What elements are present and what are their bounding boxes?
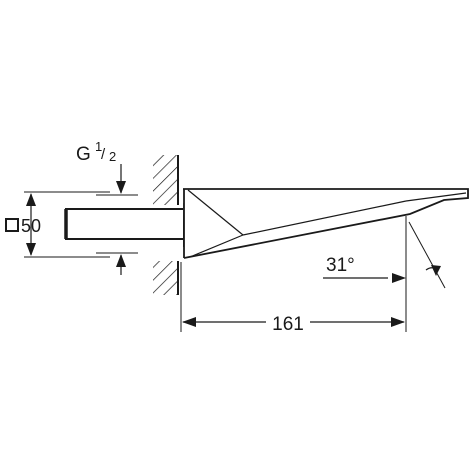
thread-slash-label: /: [101, 146, 106, 163]
spout: [183, 188, 469, 259]
angle-ext-line: [408, 221, 446, 289]
angle-arrow-right: [431, 265, 441, 276]
length-label: 161: [272, 314, 304, 335]
length-label-bg: [266, 310, 310, 334]
thread-denominator-label: 2: [109, 149, 116, 164]
thread-dimension: G 1 / 2: [76, 139, 138, 275]
thread-numerator-label: 1: [95, 139, 102, 154]
thread-prefix-label: G: [76, 144, 91, 165]
spout-edge-lower: [189, 234, 244, 258]
thread-arrow-bottom: [116, 254, 126, 267]
square-size-label: 50: [21, 216, 41, 236]
length-dimension: 161: [180, 216, 407, 335]
length-arrow-right: [391, 317, 405, 327]
angle-arrow-left: [392, 273, 406, 283]
spout-edge-tip: [405, 192, 467, 202]
square-symbol-icon: [5, 218, 19, 232]
angle-label: 31°: [326, 255, 355, 276]
spout-edge-middle: [242, 200, 407, 236]
spout-outline: [183, 188, 469, 259]
square-arrow-bottom: [26, 243, 36, 256]
length-arrow-left: [182, 317, 196, 327]
square-dimension: 50: [5, 191, 110, 258]
angle-dimension: 31°: [323, 221, 446, 289]
square-arrow-top: [26, 193, 36, 206]
spout-edge-upper: [187, 189, 244, 236]
pipe-body: [65, 208, 185, 240]
thread-arrow-top: [116, 181, 126, 194]
